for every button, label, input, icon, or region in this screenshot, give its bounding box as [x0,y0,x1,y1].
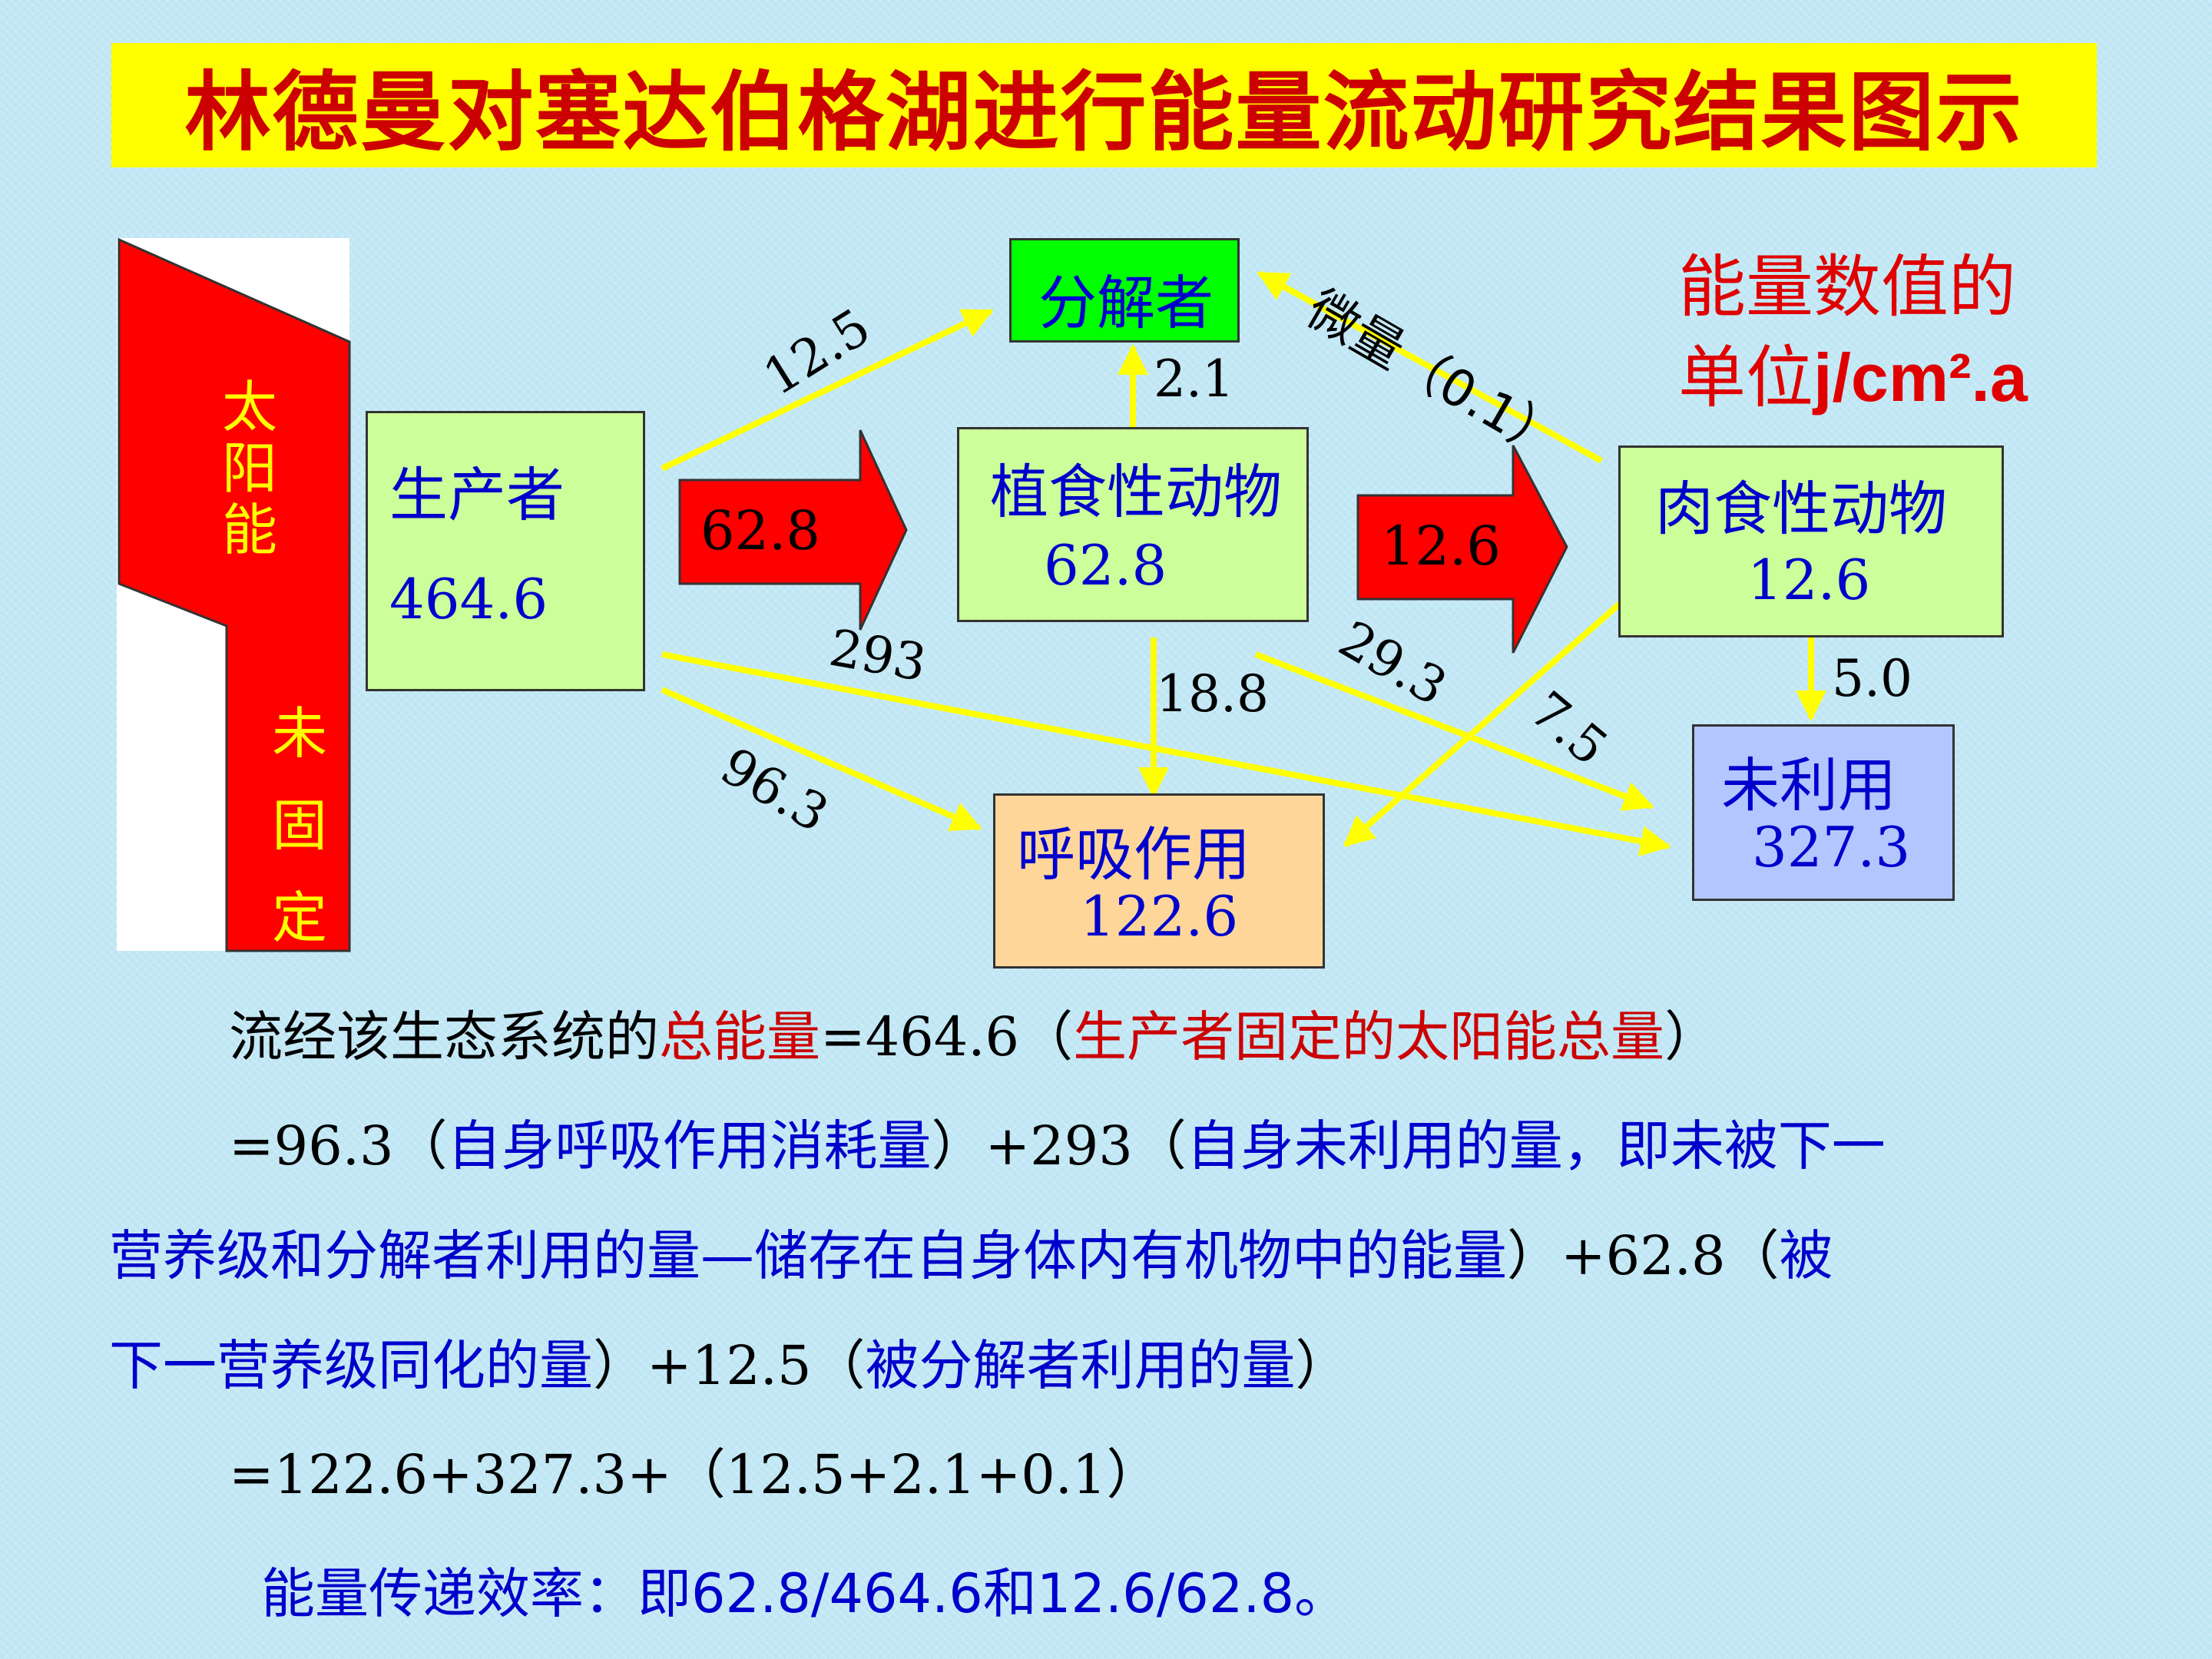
unfixed-char: 固 [271,793,327,858]
text-segment: 自身呼吸作用消耗量 [447,1114,932,1177]
text-line-2: =96.3（自身呼吸作用消耗量）+293（自身未利用的量，即未被下一 [229,1108,1886,1184]
respiration-value: 122.6 [1080,884,1239,949]
producer-label: 生产者 [389,461,565,529]
herbivore-box: 植食性动物 62.8 [957,427,1309,622]
big-arrow-producer-herbivore [678,429,908,631]
text-segment: 被分解者利用的量 [865,1334,1296,1397]
text-line-3: 营养级和分解者利用的量—储存在自身体内有机物中的能量）+62.8（被 [109,1217,1833,1294]
text-segment: 自身未利用的量，即未被下一 [1186,1114,1886,1177]
arrow-producer-decomposer [661,308,994,472]
arrow-producer-unused [661,651,1671,856]
text-segment: ） [1295,1334,1349,1397]
herbivore-value: 62.8 [1044,533,1167,598]
unit-prefix: 单位 [1678,338,1814,417]
text-line-5: =122.6+327.3+（12.5+2.1+0.1） [229,1443,1161,1506]
flow-label-herbivore-carnivore: 12.6 [1381,515,1501,578]
producer-box: 生产者 464.6 [366,411,645,691]
big-arrow-herbivore-carnivore [1356,445,1568,654]
unfixed-label: 未 固 定 [265,687,334,964]
unit-value: j/cm².a [1813,339,2028,416]
arrow-carnivore-decomposer [1257,270,1603,464]
carnivore-label: 肉食性动物 [1655,475,1947,543]
unused-label: 未利用 [1721,751,1896,820]
energy-flow-diagram [117,237,1826,952]
text-segment: 下一营养级同化的量 [109,1334,593,1397]
text-segment: =464.6（ [820,1005,1074,1068]
carnivore-value: 12.6 [1747,548,1871,612]
producer-value: 464.6 [389,567,548,631]
unit-note-line1: 能量数值的 [1678,247,2017,326]
text-segment: 总能量 [659,1005,820,1068]
text-segment: 流经该生态系统的 [229,1005,659,1068]
sun-char: 太 [221,375,277,439]
text-segment: 被 [1779,1224,1833,1287]
text-segment: 营养级和分解者利用的量—储存在自身体内有机物中的能量 [109,1224,1507,1287]
unfixed-char: 定 [271,886,327,950]
respiration-box: 呼吸作用 122.6 [993,793,1325,969]
flow-label-carnivore-unused: 5.0 [1832,649,1912,708]
flow-label-herbivore-respiration: 18.8 [1156,664,1269,724]
arrow-herbivore-unused [1254,651,1654,811]
title-bar: 林德曼对塞达伯格湖进行能量流动研究结果图示 [111,43,2097,167]
unfixed-char: 未 [271,701,327,766]
unused-value: 327.3 [1752,815,1911,879]
text-segment: ） [1664,1005,1719,1068]
flow-label-producer-herbivore: 62.8 [700,499,820,562]
page-title: 林德曼对塞达伯格湖进行能量流动研究结果图示 [184,63,2024,163]
decomposer-label: 分解者 [1038,269,1214,337]
decomposer-box: 分解者 [1009,238,1240,343]
arrow-producer-respiration [661,687,982,831]
herbivore-label: 植食性动物 [990,458,1282,526]
text-line-6: 能量传递效率：即62.8/464.6和12.6/62.8。 [261,1562,1349,1625]
text-line-1: 流经该生态系统的总能量=464.6（生产者固定的太阳能总量） [229,998,1718,1075]
flow-label-herbivore-decomposer: 2.1 [1154,349,1234,409]
unit-note-line2: 单位j/cm².a [1678,333,2028,423]
text-segment: =96.3（ [229,1114,448,1177]
sun-char: 阳 [221,436,277,501]
sun-energy-bar [118,237,351,952]
sun-char: 能 [221,498,277,562]
text-segment: ）+293（ [931,1114,1187,1177]
carnivore-box: 肉食性动物 12.6 [1618,445,2004,637]
text-line-4: 下一营养级同化的量）+12.5（被分解者利用的量） [109,1327,1349,1404]
text-segment: 生产者固定的太阳能总量 [1073,1005,1665,1068]
unused-box: 未利用 327.3 [1692,724,1955,901]
text-segment: ）+62.8（ [1507,1224,1780,1287]
respiration-label: 呼吸作用 [1017,820,1250,889]
sun-label: 太 阳 能 [215,376,284,561]
text-segment: ）+12.5（ [593,1334,866,1397]
unit-note: 能量数值的 单位j/cm².a [1678,242,2028,423]
arrow-carnivore-respiration [1343,600,1623,848]
